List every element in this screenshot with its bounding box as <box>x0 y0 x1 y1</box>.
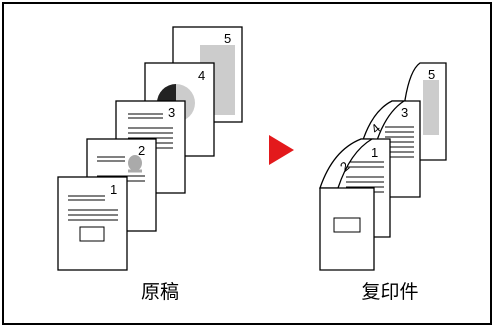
arrow-right-icon <box>269 135 294 165</box>
page-number: 4 <box>198 68 205 83</box>
page-number: 1 <box>110 182 117 197</box>
page-number: 5 <box>428 67 435 82</box>
page-number: 2 <box>138 143 145 158</box>
copy-caption: 复印件 <box>361 281 419 303</box>
page-number: 3 <box>168 105 175 120</box>
copy-front-cover <box>319 187 375 271</box>
page-number: 5 <box>224 31 231 46</box>
original-page-1: 1 <box>57 176 128 271</box>
page-number: 3 <box>401 105 408 120</box>
page-number: 1 <box>371 145 378 160</box>
original-caption: 原稿 <box>140 281 179 303</box>
